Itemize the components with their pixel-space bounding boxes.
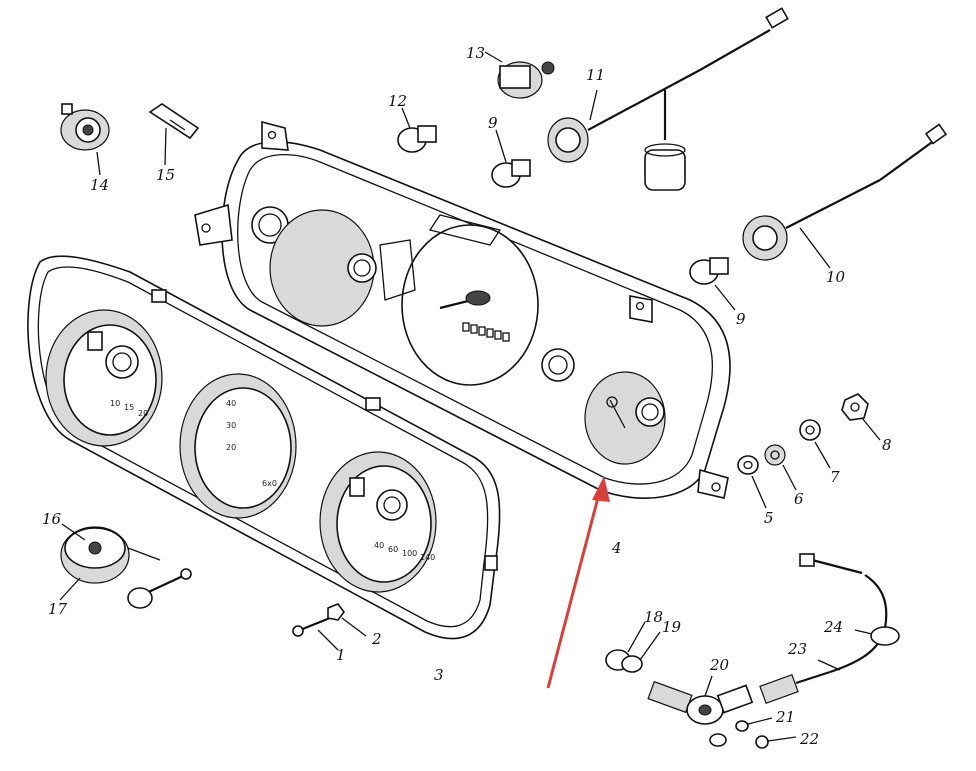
- callout-9-upper: 9: [488, 114, 498, 132]
- part-11-cable: [547, 7, 789, 191]
- callout-8: 8: [882, 436, 892, 454]
- callout-18: 18: [644, 608, 663, 626]
- part-10-cable: [742, 123, 948, 269]
- part-6-nut: [764, 444, 797, 491]
- callout-21: 21: [775, 708, 795, 726]
- callout-5: 5: [764, 509, 774, 527]
- right-gauge-mark: 100: [402, 549, 417, 558]
- part-15-connector: [148, 103, 200, 166]
- part-8-nut: [841, 393, 881, 441]
- right-gauge-mark: 140: [420, 553, 435, 562]
- part-5-washer: [737, 455, 767, 509]
- callout-24: 24: [823, 618, 843, 636]
- callout-20: 20: [709, 656, 730, 674]
- middle-gauge-mark: 40: [226, 399, 236, 408]
- callout-4: 4: [611, 539, 622, 557]
- part-12-bulb: [397, 107, 437, 153]
- callout-12: 12: [388, 92, 407, 110]
- part-20-sender: [647, 675, 754, 747]
- part-23-24-sensor: [759, 553, 900, 705]
- left-gauge-mark: 20: [138, 409, 148, 418]
- part-16-17-knob: [59, 523, 192, 609]
- callout-15: 15: [156, 166, 175, 184]
- part-2-nut: [327, 603, 367, 637]
- part-7-washer: [799, 419, 831, 469]
- callout-3: 3: [434, 666, 444, 684]
- part-9-bulb-lower: [689, 257, 736, 311]
- callout-6: 6: [794, 490, 804, 508]
- callout-23: 23: [787, 640, 807, 658]
- part-21-washer: [735, 717, 773, 732]
- callout-9-lower: 9: [736, 310, 746, 328]
- left-gauge-marks: 10 15 20: [110, 399, 148, 418]
- middle-gauge-mark: 30: [226, 421, 236, 430]
- callout-17: 17: [48, 600, 68, 618]
- odometer-digits: [462, 322, 510, 342]
- callout-labels: 1 2 3 4 5 6 7 8 9 9 10 11 12 13 14 15 16…: [42, 44, 892, 748]
- instrument-housing: [194, 120, 731, 499]
- callout-19: 19: [662, 618, 682, 636]
- callout-22: 22: [799, 730, 819, 748]
- left-gauge-mark: 10: [110, 399, 120, 408]
- callout-7: 7: [830, 468, 840, 486]
- callout-11: 11: [586, 66, 605, 84]
- right-gauge-mark: 60: [388, 545, 398, 554]
- middle-gauge-mark: 20: [226, 443, 236, 452]
- callout-13: 13: [466, 44, 485, 62]
- part-14-regulator: [60, 103, 110, 176]
- right-gauge-marks: 40 60 100 140: [374, 541, 435, 562]
- middle-gauge-mark: 6x0: [262, 479, 277, 488]
- left-gauge-mark: 15: [124, 403, 134, 412]
- right-gauge-mark: 40: [374, 541, 384, 550]
- part-1-screw: [292, 616, 339, 651]
- callout-1: 1: [336, 646, 346, 664]
- part-13-lamp-socket: [484, 51, 555, 99]
- part-9-bulb-upper: [491, 129, 531, 188]
- pointer-arrow: [546, 476, 610, 689]
- callout-14: 14: [90, 176, 109, 194]
- front-bezel: [27, 255, 501, 640]
- callout-16: 16: [42, 510, 62, 528]
- part-22-screw: [755, 735, 797, 749]
- part-18-19-clip: [605, 621, 661, 673]
- callout-2: 2: [371, 630, 382, 648]
- callout-10: 10: [826, 268, 846, 286]
- middle-gauge-marks: 40 30 20 6x0: [226, 399, 277, 488]
